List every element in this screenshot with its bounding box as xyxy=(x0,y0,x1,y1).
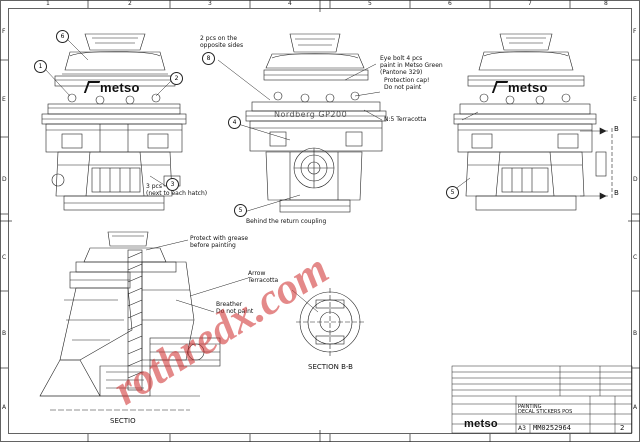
callout-6: 6 xyxy=(56,30,69,43)
zone-row-e-right: E xyxy=(633,96,637,103)
zone-col-7: 7 xyxy=(528,0,532,7)
title-block-brand-text: metso xyxy=(464,418,498,430)
callout-4: 4 xyxy=(228,116,241,129)
callout-1: 1 xyxy=(34,60,47,73)
zone-row-e: E xyxy=(2,96,6,103)
note-three-pcs-2: (next to each hatch) xyxy=(146,190,208,197)
note-arrow-1: Arrow xyxy=(248,270,266,277)
metso-mark-icon xyxy=(491,81,509,93)
zone-row-b: B xyxy=(2,330,7,337)
note-eye-bolt-2: paint in Metso Green xyxy=(380,62,443,69)
zone-col-3: 3 xyxy=(208,0,212,7)
note-n5-terracotta: N:5 Terracotta xyxy=(384,116,427,123)
note-grease-1: Protect with grease xyxy=(190,235,249,242)
note-behind-coupling: Behind the return coupling xyxy=(246,218,327,225)
note-protection-cap-1: Protection cap! xyxy=(384,77,430,84)
metso-mark-icon xyxy=(83,81,101,93)
zone-row-a-right: A xyxy=(633,404,638,411)
section-marker-bottom: B xyxy=(614,189,619,197)
title-block-size: A3 xyxy=(518,425,526,432)
zone-row-f-right: F xyxy=(633,28,637,35)
right-crusher-view xyxy=(453,33,613,211)
section-bb-label: SECTION B-B xyxy=(308,363,353,371)
center-nameplate: Nordberg GP200 xyxy=(274,110,348,119)
left-crusher-view xyxy=(41,33,187,211)
note-two-pcs-2: opposite sides xyxy=(200,42,244,49)
callout-5: 5 xyxy=(234,204,247,217)
zone-row-c-right: C xyxy=(633,254,638,261)
title-line-1: PAINTING xyxy=(518,404,542,410)
leader-lines xyxy=(45,39,479,313)
zone-row-c: C xyxy=(2,254,7,261)
note-breather-2: Do not paint xyxy=(216,308,254,315)
title-line-2: DECAL STICKERS POS xyxy=(518,409,573,415)
zone-col-8: 8 xyxy=(604,0,608,7)
zone-col-5: 5 xyxy=(368,0,372,7)
title-block-metso-logo: metso xyxy=(464,418,498,430)
title-block-frame xyxy=(451,365,633,434)
note-three-pcs-1: 3 pcs xyxy=(146,183,162,190)
note-grease-2: before painting xyxy=(190,242,236,249)
note-two-pcs-1: 2 pcs on the xyxy=(200,35,238,42)
zone-row-a: A xyxy=(2,404,7,411)
sheet-number: 2 xyxy=(620,424,625,432)
callout-3: 3 xyxy=(166,178,179,191)
center-crusher-view xyxy=(245,33,387,213)
section-label: SECTIO xyxy=(110,417,136,425)
note-eye-bolt-1: Eye bolt 4 pcs xyxy=(380,55,423,62)
note-eye-bolt-3: (Pantone 329) xyxy=(380,69,423,76)
zone-row-d-right: D xyxy=(633,176,638,183)
zone-row-f: F xyxy=(2,28,6,35)
callout-2: 2 xyxy=(170,72,183,85)
note-arrow-2: Terracotta xyxy=(248,277,279,284)
note-protection-cap-2: Do not paint xyxy=(384,84,422,91)
callout-5b: 5 xyxy=(446,186,459,199)
zone-row-b-right: B xyxy=(633,330,638,337)
note-breather-1: Breather xyxy=(216,301,243,308)
zone-row-d: D xyxy=(2,176,7,183)
zone-col-1: 1 xyxy=(46,0,50,7)
drawing-number: MM0252964 xyxy=(533,424,571,432)
zone-col-4: 4 xyxy=(288,0,292,7)
zone-col-6: 6 xyxy=(448,0,452,7)
zone-col-2: 2 xyxy=(128,0,132,7)
right-metso-logo: metso xyxy=(491,80,548,95)
left-metso-logo: metso xyxy=(83,80,140,95)
section-marker-top: B xyxy=(614,125,619,133)
left-brand-text: metso xyxy=(100,80,140,95)
callout-8: 8 xyxy=(202,52,215,65)
right-brand-text: metso xyxy=(508,80,548,95)
section-view xyxy=(39,231,221,411)
section-bb-view xyxy=(296,288,364,356)
